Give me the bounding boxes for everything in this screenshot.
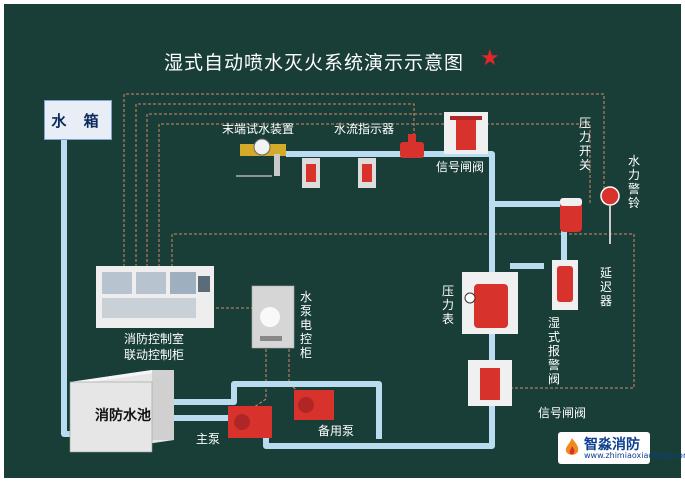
terminal-test-device — [236, 138, 286, 177]
label-linkage-cabinet: 联动控制柜 — [124, 348, 185, 362]
standby-pump — [294, 390, 334, 420]
label-signal-valve-top: 信号闸阀 — [436, 160, 485, 174]
label-flow-indicator: 水流指示器 — [334, 122, 395, 136]
label-pressure-switch: 压力开关 — [579, 116, 592, 172]
pump-control-cabinet — [251, 285, 295, 349]
star-icon: ★ — [480, 46, 500, 71]
water-gong — [600, 186, 620, 244]
flow-indicator — [400, 134, 424, 158]
label-standby-pump: 备用泵 — [318, 424, 355, 438]
control-room-console — [96, 266, 214, 328]
diagram-canvas — [4, 4, 681, 478]
signal-gate-valve-top — [444, 112, 488, 154]
water-tank: 水 箱 — [44, 100, 112, 140]
sprinkler-heads — [302, 158, 376, 188]
label-pump-cabinet: 水泵电控柜 — [300, 290, 313, 360]
label-delay-device: 延迟器 — [600, 266, 613, 308]
label-pressure-gauge: 压力表 — [442, 284, 455, 326]
delay-device — [552, 260, 578, 310]
signal-line-bottom-valve — [274, 233, 635, 389]
alarm-valve — [462, 272, 518, 334]
watermark-url: www.zhimiaoxiaofang.com — [584, 451, 685, 460]
main-pump — [228, 406, 272, 438]
label-terminal-test: 末端试水装置 — [222, 122, 295, 136]
label-water-gong: 水力警铃 — [628, 154, 641, 210]
label-control-room: 消防控制室 — [124, 332, 185, 346]
diagram-title: 湿式自动喷水灭火系统演示示意图 — [164, 52, 465, 74]
label-signal-valve-bottom: 信号闸阀 — [538, 406, 587, 420]
label-main-pump: 主泵 — [196, 432, 221, 446]
signal-gate-valve-bottom — [468, 360, 512, 406]
pipe-pool-standby — [170, 381, 382, 439]
label-alarm-valve: 湿式报警阀 — [548, 316, 561, 386]
watermark: 智淼消防 www.zhimiaoxiaofang.com — [558, 432, 685, 464]
water-pool — [69, 370, 174, 453]
signal-line-flow-indicator — [135, 103, 415, 282]
flame-logo-icon — [565, 438, 579, 455]
pressure-switch — [560, 198, 582, 232]
signal-line-outer — [123, 93, 605, 282]
label-pool: 消防水池 — [95, 408, 151, 424]
watermark-name: 智淼消防 — [584, 437, 640, 453]
